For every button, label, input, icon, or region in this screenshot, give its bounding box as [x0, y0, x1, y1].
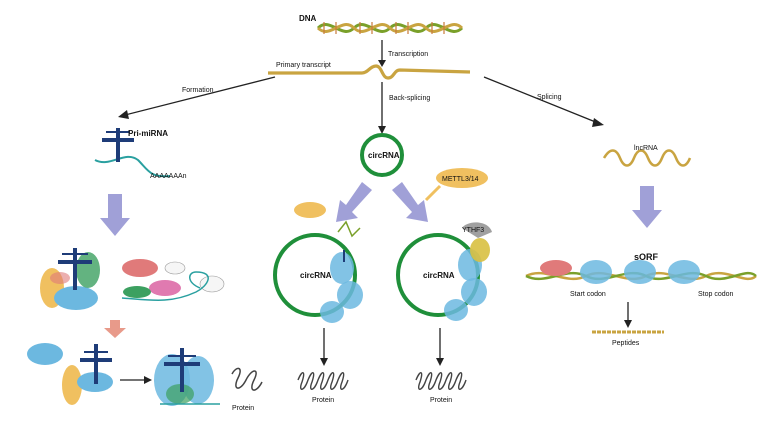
sorf-label: sORF	[634, 252, 659, 262]
formation-label: Formation	[182, 87, 214, 94]
peptides-label: Peptides	[612, 340, 640, 347]
circrna-label-top: circRNA	[368, 151, 400, 160]
circrna-translation-right	[396, 222, 492, 321]
translating-ribosome	[154, 348, 220, 406]
protein-label-middle-left: Protein	[312, 397, 334, 404]
middle-flow-arrow-right	[392, 182, 428, 222]
ythdf3-label: YTHF3	[462, 227, 484, 234]
right-flow-arrow	[632, 186, 662, 228]
back-splicing-label: Back-splicing	[389, 95, 430, 102]
left-flow-arrow-2	[104, 320, 126, 338]
middle-flow-arrow-left	[336, 182, 372, 222]
protein-helix-left	[231, 367, 263, 391]
pri-mirna-structure	[94, 128, 171, 178]
splicing-label: Splicing	[537, 94, 562, 101]
cap-binding-complex	[121, 259, 225, 302]
ribosome-recruitment	[27, 343, 113, 405]
splicing-arrow	[483, 76, 599, 124]
dna-helix	[316, 22, 464, 34]
circrna-ring-top	[360, 133, 404, 177]
poly-a-label: AAAAAAAn	[150, 173, 187, 180]
lncrna-label: lncRNA	[634, 145, 658, 152]
sorf-translation	[525, 260, 757, 284]
mettl-label: METTL3/14	[442, 176, 479, 183]
circrna-translation-left	[273, 233, 363, 323]
protein-helix-middle-left	[297, 372, 349, 390]
primary-transcript-strand	[268, 64, 471, 80]
protein-label-middle-right: Protein	[430, 397, 452, 404]
protein-label-bottom-left: Protein	[232, 405, 254, 412]
left-flow-arrow-1	[100, 194, 130, 236]
circrna-label-right: circRNA	[423, 271, 455, 280]
mettl-enzyme	[436, 168, 488, 188]
eif-factor-left	[294, 202, 326, 218]
protein-helix-middle-right	[415, 372, 467, 390]
start-codon-label: Start codon	[570, 291, 606, 298]
transcription-label: Transcription	[388, 51, 428, 58]
dna-label: DNA	[299, 14, 317, 23]
pri-mirna-label: Pri-miRNA	[128, 129, 168, 138]
stop-codon-label: Stop codon	[698, 291, 734, 298]
transcription-arrowhead	[378, 60, 386, 67]
mirna-initiation-complex	[40, 248, 100, 310]
formation-arrow	[124, 76, 276, 116]
lncrna-strand	[602, 149, 692, 167]
primary-transcript-label: Primary transcript	[276, 62, 331, 69]
circrna-label-left: circRNA	[300, 271, 332, 280]
